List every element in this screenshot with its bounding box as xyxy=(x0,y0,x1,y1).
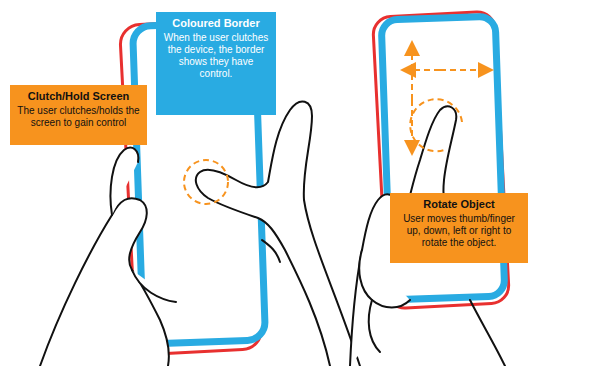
callout-heading: Rotate Object xyxy=(396,198,522,211)
right-hand xyxy=(196,101,360,366)
callout-box: Coloured BorderWhen the user clutches th… xyxy=(156,12,276,115)
callout-text: When the user clutches the device, the b… xyxy=(162,32,270,80)
callout-text: User moves thumb/finger up, down, left o… xyxy=(396,213,522,249)
callout-heading: Coloured Border xyxy=(162,17,270,30)
touch-indicator xyxy=(184,160,228,204)
callout-heading: Clutch/Hold Screen xyxy=(16,90,141,103)
callout-box: Clutch/Hold ScreenThe user clutches/hold… xyxy=(10,85,147,145)
callout-text: The user clutches/holds the screen to ga… xyxy=(16,105,141,129)
rotate-indicator xyxy=(408,48,486,151)
callout-box: Rotate ObjectUser moves thumb/finger up,… xyxy=(390,193,528,263)
left-hand xyxy=(40,148,176,366)
